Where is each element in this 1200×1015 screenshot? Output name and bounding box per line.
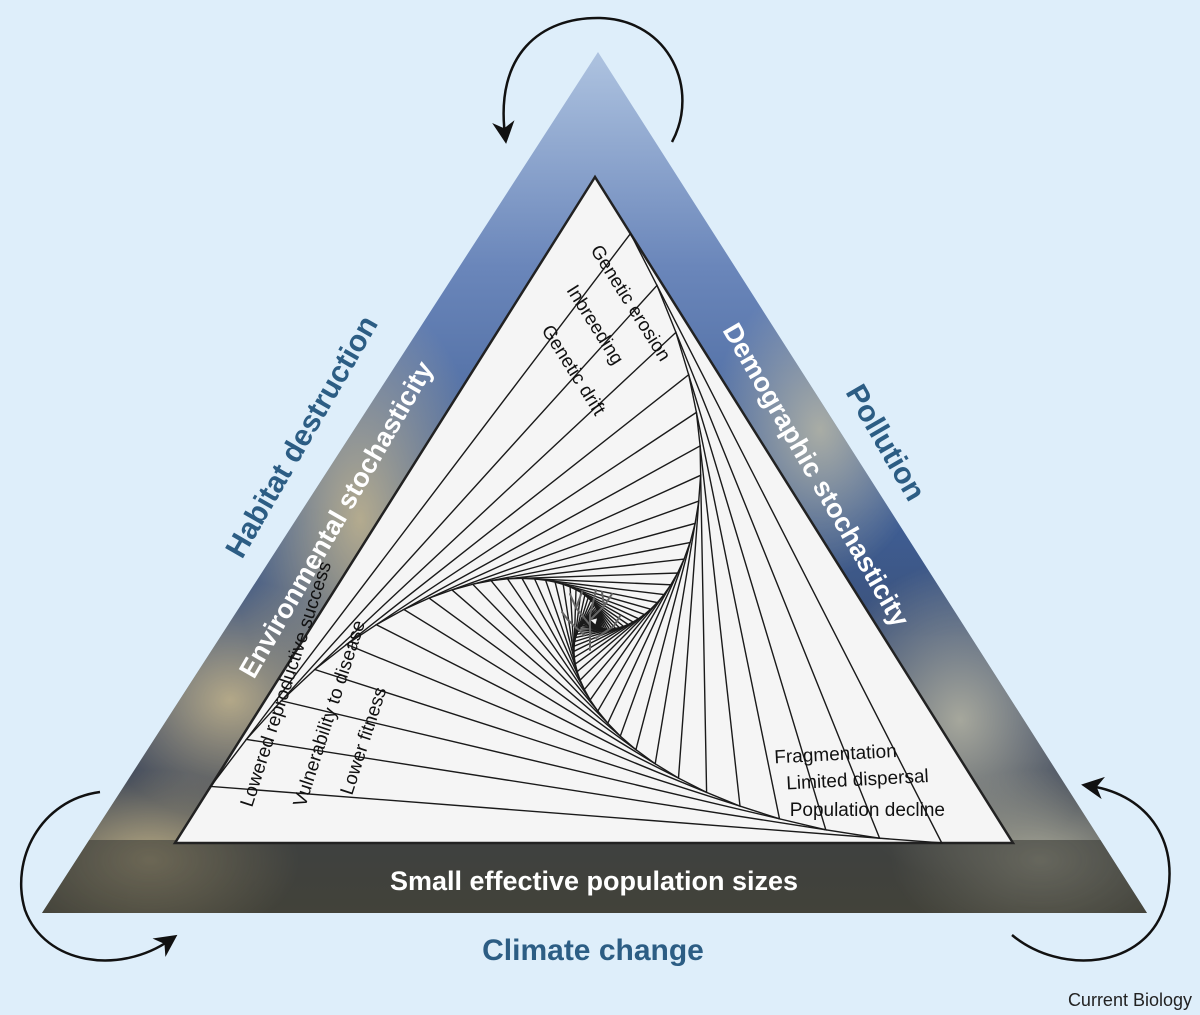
spiral-ring: [279, 331, 827, 831]
small-population-label: Small effective population sizes: [390, 866, 798, 896]
spiral-ring: [402, 474, 702, 780]
vortex-spiral: [209, 232, 943, 844]
spiral-ring: [245, 284, 881, 840]
spiral-ring: [574, 596, 621, 639]
inner-triangle: [172, 174, 1016, 845]
spiral-ring: [489, 558, 686, 725]
spiral-ring: [345, 411, 741, 808]
cycle-arrow-icon: [20, 790, 178, 962]
spiral-ring: [209, 232, 943, 844]
spiral-ring: [577, 603, 611, 630]
spiral-ring: [520, 577, 673, 702]
spiral-ring: [313, 373, 781, 820]
spiral-ring: [533, 578, 666, 691]
spiral-ring: [587, 616, 599, 627]
spiral-ring: [506, 572, 679, 713]
spiral-ring: [576, 601, 614, 633]
cycle-arrow-icon: [492, 16, 684, 144]
threat-climate-change: Climate change: [482, 934, 704, 967]
spiral-ring: [450, 522, 697, 751]
spiral-ring: [573, 593, 625, 643]
coral-icon: [561, 589, 621, 651]
spiral-ring: [579, 605, 608, 630]
credit-label: Current Biology: [1068, 990, 1192, 1010]
spiral-ring: [471, 541, 692, 738]
spiral-ring: [427, 500, 700, 766]
spiral-ring: [374, 444, 708, 794]
population-decline-label: Population decline: [790, 800, 945, 821]
cycle-arrow-icon: [1011, 776, 1171, 962]
